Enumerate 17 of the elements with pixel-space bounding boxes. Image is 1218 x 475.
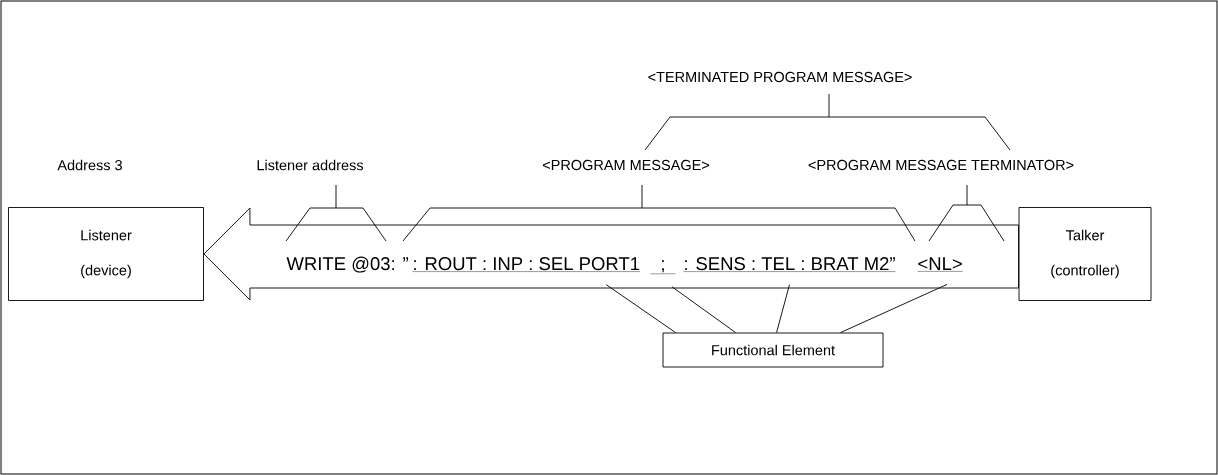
message-segment: <NL> xyxy=(917,257,963,272)
block-arrow xyxy=(203,207,1019,301)
message-segment: : SENS : TEL : BRAT M2” xyxy=(683,257,896,272)
bracket-label: <PROGRAM MESSAGE> xyxy=(542,159,710,171)
leader-line xyxy=(840,284,948,333)
leader-line xyxy=(605,284,676,333)
device-box: Listener (device) xyxy=(8,207,204,301)
element-box: Functional Element xyxy=(662,332,884,368)
bracket-label: <PROGRAM MESSAGE TERMINATOR> xyxy=(808,159,1074,171)
message-segment: ; xyxy=(650,260,676,274)
leader-line xyxy=(671,286,736,333)
bracket-label: Listener address xyxy=(257,159,364,171)
leader-line xyxy=(776,284,790,333)
address-label: Address 3 xyxy=(57,159,122,171)
bracket-label: <TERMINATED PROGRAM MESSAGE> xyxy=(648,71,912,83)
message-segment: : ROUT : INP : SEL PORT1 xyxy=(412,257,641,272)
device-box: Talker (controller) xyxy=(1018,207,1152,301)
